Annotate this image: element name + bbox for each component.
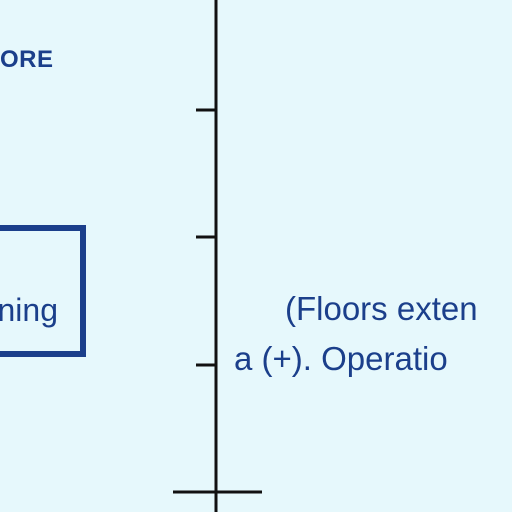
labeled-box: ning <box>0 225 86 357</box>
box-label: ning <box>0 292 58 328</box>
note-line-1: (Floors exten <box>285 290 478 327</box>
header-text-fragment: ORE <box>0 46 54 73</box>
note-line-2: a (+). Operatio <box>234 340 448 377</box>
